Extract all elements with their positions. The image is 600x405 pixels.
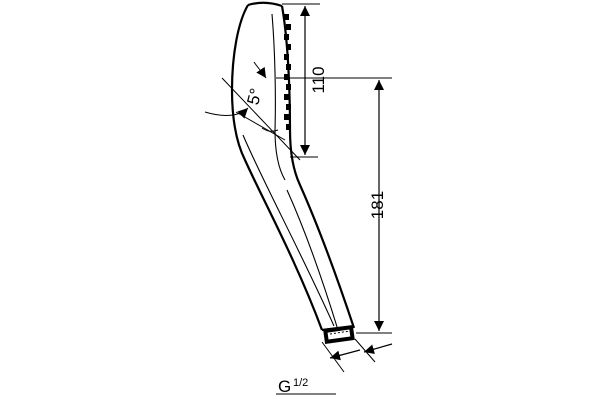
thread-g-label: G [278, 377, 291, 396]
nozzle [284, 74, 289, 80]
dimension-thread: G 1/2 [276, 338, 393, 396]
nozzle [286, 84, 291, 90]
nozzle [286, 44, 291, 50]
spray-nozzles [284, 14, 291, 130]
nozzle [284, 54, 289, 60]
nozzle [286, 24, 291, 30]
angle-5-label: 5° [243, 86, 266, 107]
nozzle [284, 114, 289, 120]
nozzle [284, 94, 289, 100]
dimension-total-length: 181 [276, 77, 392, 334]
dimension-angle: 5° [204, 61, 301, 161]
dimension-181-label: 181 [368, 191, 387, 219]
nozzle [286, 104, 291, 110]
shower-handle-outline [230, 1, 356, 332]
nozzle [286, 64, 291, 70]
thread-fraction-label: 1/2 [293, 377, 308, 389]
nozzle [284, 14, 289, 20]
dimension-110-label: 110 [309, 66, 328, 93]
dimension-head-height: 110 [282, 3, 328, 158]
nozzle [286, 124, 291, 130]
thread-connector [323, 325, 355, 345]
nozzle [284, 34, 289, 40]
